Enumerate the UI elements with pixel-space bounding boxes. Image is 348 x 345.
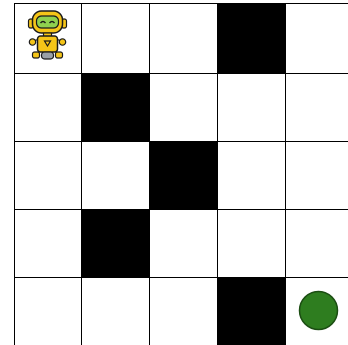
wall-cell bbox=[81, 209, 149, 277]
empty-cell bbox=[149, 73, 217, 141]
empty-cell bbox=[81, 141, 149, 209]
empty-cell bbox=[217, 141, 285, 209]
empty-cell bbox=[14, 141, 81, 209]
empty-cell bbox=[14, 277, 81, 345]
empty-cell bbox=[149, 3, 217, 73]
empty-cell bbox=[149, 277, 217, 345]
wall-cell bbox=[149, 141, 217, 209]
empty-cell bbox=[285, 209, 348, 277]
wall-cell bbox=[81, 73, 149, 141]
empty-cell bbox=[81, 3, 149, 73]
empty-cell bbox=[285, 141, 348, 209]
empty-cell bbox=[14, 73, 81, 141]
empty-cell bbox=[149, 209, 217, 277]
empty-cell bbox=[14, 209, 81, 277]
empty-cell bbox=[217, 209, 285, 277]
goal-circle-icon bbox=[300, 292, 338, 330]
wall-cell bbox=[217, 277, 285, 345]
grid-cells bbox=[14, 3, 348, 345]
empty-cell bbox=[285, 73, 348, 141]
empty-cell bbox=[285, 3, 348, 73]
wall-cell bbox=[217, 3, 285, 73]
empty-cell bbox=[81, 277, 149, 345]
empty-cell bbox=[217, 73, 285, 141]
